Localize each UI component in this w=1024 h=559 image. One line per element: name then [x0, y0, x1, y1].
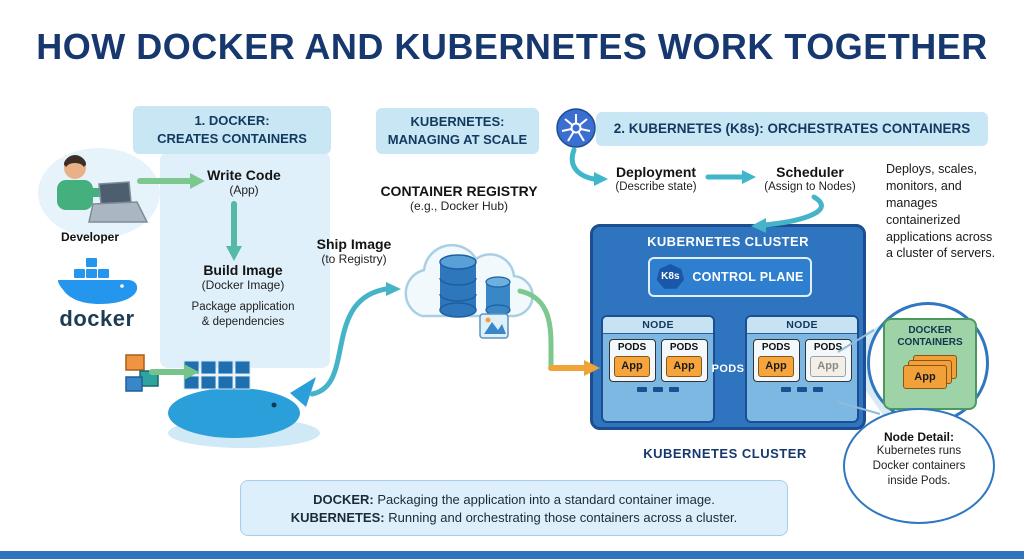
build-image-label: Build Image — [203, 262, 283, 278]
whale-shipping-illustration — [125, 354, 316, 438]
summary-docker-text: Packaging the application into a standar… — [377, 491, 715, 507]
k8s-section-header: 2. KUBERNETES (K8s): ORCHESTRATES CONTAI… — [596, 112, 988, 146]
pods-between-label: PODS — [711, 363, 745, 375]
pod-label: PODS — [813, 342, 843, 353]
summary-k8s-text: Running and orchestrating those containe… — [388, 509, 738, 525]
control-plane-box: K8s CONTROL PLANE — [648, 257, 812, 297]
node-1-dots — [603, 387, 713, 392]
node-2-pod-2: PODS App — [804, 339, 852, 382]
deployment-sub: (Describe state) — [615, 181, 697, 193]
arrow-deployment-to-scheduler — [705, 170, 756, 184]
package-note-line1: Package application — [191, 301, 295, 313]
node-detail-text: Kubernetes runs Docker containers inside… — [872, 445, 966, 487]
node-2-dots — [747, 387, 857, 392]
developer-avatar — [57, 155, 149, 223]
docker-containers-title: DOCKER CONTAINERS — [897, 325, 963, 348]
k8s-section-header-text: 2. KUBERNETES (K8s): ORCHESTRATES CONTAI… — [613, 120, 971, 136]
database-small-icon — [485, 276, 511, 316]
docker-containers-panel: DOCKER CONTAINERS App — [883, 318, 977, 410]
summary-docker-line: DOCKER: Packaging the application into a… — [313, 492, 715, 507]
bottom-border — [0, 551, 1024, 559]
registry-title-block: CONTAINER REGISTRY (e.g., Docker Hub) — [378, 183, 540, 213]
docker-section-header-line1: 1. DOCKER: — [194, 113, 270, 129]
node-2-header: NODE — [747, 317, 857, 334]
node-1-pod-2: PODS App — [660, 339, 708, 382]
write-code-step: Write Code (App) — [190, 167, 298, 197]
ship-image-sub: (to Registry) — [321, 252, 387, 266]
node-2-pod-1: PODS App — [752, 339, 800, 382]
page-title: HOW DOCKER AND KUBERNETES WORK TOGETHER — [36, 26, 988, 67]
docker-wordmark: docker — [59, 306, 135, 331]
node-1-pod-1: PODS App — [608, 339, 656, 382]
scheduler-step: Scheduler (Assign to Nodes) — [752, 164, 868, 195]
app-box: App — [614, 356, 650, 377]
registry-section-header-line2: MANAGING AT SCALE — [387, 132, 528, 147]
ship-image-step: Ship Image (to Registry) — [302, 236, 406, 266]
developer-label: Developer — [60, 230, 120, 244]
pod-label: PODS — [669, 342, 699, 353]
docker-flow-band — [160, 152, 330, 368]
build-image-sub: (Docker Image) — [201, 278, 285, 292]
package-note-line2: & dependencies — [201, 315, 285, 328]
write-code-label: Write Code — [207, 167, 281, 183]
pod-label: PODS — [617, 342, 647, 353]
docker-section-header: 1. DOCKER: CREATES CONTAINERS — [133, 106, 331, 154]
control-plane-label: CONTROL PLANE — [692, 270, 804, 284]
app-box: App — [666, 356, 702, 377]
cluster-caption: KUBERNETES CLUSTER — [643, 446, 807, 461]
scheduler-sub: (Assign to Nodes) — [764, 181, 856, 193]
docker-containers-detail-circle: DOCKER CONTAINERS App — [867, 302, 989, 424]
app-box: App — [758, 356, 794, 377]
registry-subtitle: (e.g., Docker Hub) — [409, 199, 509, 213]
write-code-sub: (App) — [229, 183, 259, 197]
registry-section-header-line1: KUBERNETES: — [410, 114, 505, 130]
k8s-description: Deploys, scales, monitors, and manages c… — [886, 162, 996, 261]
deployment-step: Deployment (Describe state) — [600, 164, 712, 195]
scheduler-label: Scheduler — [776, 164, 844, 180]
summary-docker-label: DOCKER: — [313, 491, 374, 507]
k8s-badge: K8s — [656, 264, 685, 289]
kubernetes-cluster-box: KUBERNETES CLUSTER K8s CONTROL PLANE NOD… — [590, 224, 866, 430]
build-image-step: Build Image (Docker Image) — [183, 262, 303, 292]
ship-image-label: Ship Image — [316, 236, 392, 252]
deployment-label: Deployment — [615, 164, 697, 180]
summary-k8s-line: KUBERNETES: Running and orchestrating th… — [291, 510, 738, 525]
package-note: Package application & dependencies — [170, 300, 316, 330]
node-1-header: NODE — [603, 317, 713, 334]
docker-logo-icon — [58, 258, 138, 304]
summary-box: DOCKER: Packaging the application into a… — [240, 480, 788, 536]
pod-label: PODS — [761, 342, 791, 353]
registry-title: CONTAINER REGISTRY — [380, 183, 538, 199]
kubernetes-logo-icon — [556, 108, 596, 148]
node-1: NODE PODS App PODS App — [601, 315, 715, 423]
registry-section-header: KUBERNETES: MANAGING AT SCALE — [376, 108, 539, 154]
registry-cloud-icon — [404, 243, 534, 339]
cluster-title: KUBERNETES CLUSTER — [647, 234, 809, 249]
app-card-stack: App — [903, 355, 957, 391]
node-detail-circle: Node Detail: Kubernetes runs Docker cont… — [843, 408, 995, 524]
docker-section-header-line2: CREATES CONTAINERS — [157, 131, 307, 146]
app-box-pale: App — [810, 356, 846, 377]
node-2: NODE PODS App PODS App — [745, 315, 859, 423]
image-stack-icon — [479, 313, 509, 339]
node-detail-heading: Node Detail: — [883, 430, 954, 444]
app-card: App — [903, 365, 947, 389]
summary-k8s-label: KUBERNETES: — [290, 509, 385, 525]
database-icon — [439, 254, 477, 318]
